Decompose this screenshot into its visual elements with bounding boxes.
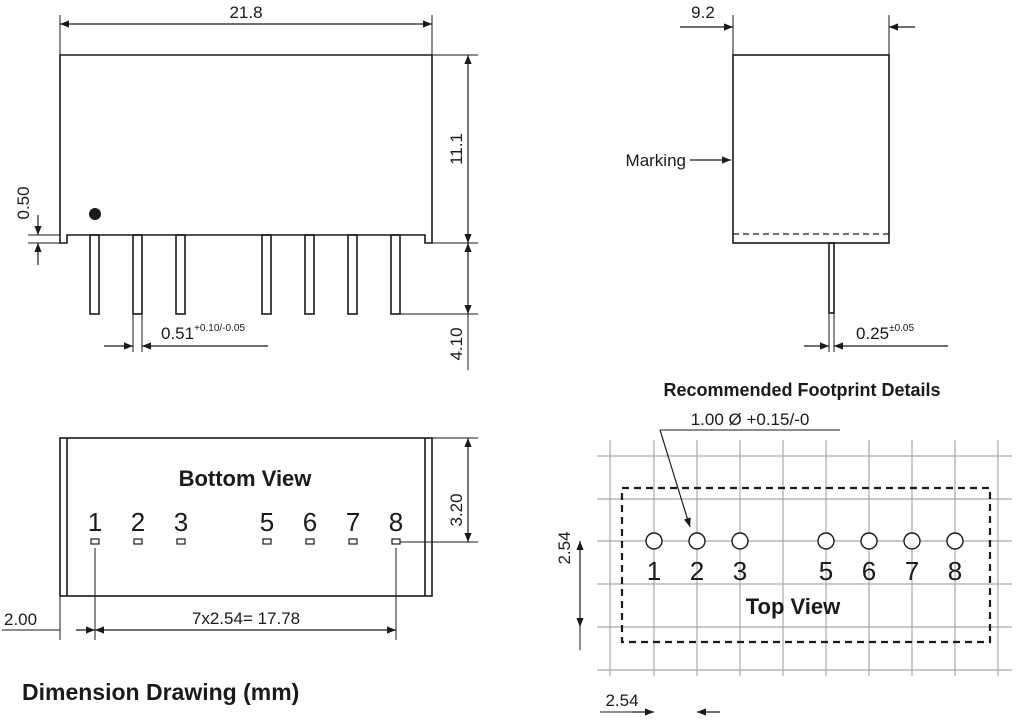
bottom-pin-pads bbox=[90, 538, 401, 545]
hole-spec-label: 1.00 Ø +0.15/-0 bbox=[691, 410, 810, 429]
grid-v-label: 2.54 bbox=[555, 531, 574, 564]
bottom-pin-3: 3 bbox=[174, 507, 188, 537]
footprint-holes bbox=[645, 532, 964, 550]
bottom-pin-7: 7 bbox=[346, 507, 360, 537]
front-height-label: 11.1 bbox=[447, 133, 466, 165]
bottom-pin-6: 6 bbox=[303, 507, 317, 537]
grid-h-label: 2.54 bbox=[605, 691, 638, 710]
bottom-body-outline bbox=[59, 437, 433, 597]
footprint-pin-5: 5 bbox=[819, 556, 833, 586]
footprint-heading: Recommended Footprint Details bbox=[663, 380, 940, 400]
side-pin-width-label: 0.25±0.05 bbox=[856, 323, 914, 343]
pin-width-value: 0.51 bbox=[161, 324, 194, 343]
footprint-pin-1: 1 bbox=[647, 556, 661, 586]
marking-label: Marking bbox=[626, 151, 686, 170]
side-pin bbox=[828, 242, 835, 314]
front-view-labels: 21.8 11.1 0.50 4.10 0.51+0.10/-0.05 bbox=[14, 3, 466, 361]
side-pin-width-value: 0.25 bbox=[856, 324, 889, 343]
footprint-pin-7: 7 bbox=[905, 556, 919, 586]
pin-length-label: 4.10 bbox=[447, 327, 466, 360]
footprint-labels: Recommended Footprint Details 1.00 Ø +0.… bbox=[555, 380, 962, 710]
pitch-total-label: 7x2.54= 17.78 bbox=[192, 609, 300, 628]
footprint-grid bbox=[597, 440, 1012, 676]
side-view-labels: 9.2 Marking 0.25±0.05 bbox=[626, 3, 915, 343]
footprint-pin-2: 2 bbox=[690, 556, 704, 586]
footprint-pin-6: 6 bbox=[862, 556, 876, 586]
side-width-label: 9.2 bbox=[691, 3, 715, 22]
bottom-pin-2: 2 bbox=[131, 507, 145, 537]
standoff-label: 0.50 bbox=[14, 186, 33, 219]
bottom-pin-8: 8 bbox=[389, 507, 403, 537]
side-pin-width-tolerance: ±0.05 bbox=[889, 323, 914, 334]
front-body-outline bbox=[59, 54, 433, 244]
edge-offset-label: 2.00 bbox=[4, 610, 37, 629]
bottom-view-labels: Bottom View 1 2 3 5 6 7 8 3.20 2.00 7x2.… bbox=[4, 466, 466, 629]
bottom-pin-5: 5 bbox=[260, 507, 274, 537]
side-view bbox=[680, 15, 948, 352]
pin-width-label: 0.51+0.10/-0.05 bbox=[161, 323, 245, 343]
drawing-title: Dimension Drawing (mm) bbox=[22, 679, 299, 705]
footprint-pin-3: 3 bbox=[733, 556, 747, 586]
top-view-title: Top View bbox=[746, 594, 841, 619]
front-pins bbox=[89, 234, 401, 315]
row-offset-label: 3.20 bbox=[447, 493, 466, 526]
pin1-dot bbox=[89, 208, 101, 220]
front-width-label: 21.8 bbox=[229, 3, 262, 22]
hole-leader-arrow bbox=[659, 429, 691, 528]
front-view bbox=[28, 15, 478, 370]
footprint-view bbox=[576, 429, 1012, 716]
side-body-outline bbox=[732, 54, 890, 244]
footprint-pin-8: 8 bbox=[948, 556, 962, 586]
pin-width-tolerance: +0.10/-0.05 bbox=[194, 323, 245, 334]
bottom-pin-1: 1 bbox=[88, 507, 102, 537]
bottom-view-title: Bottom View bbox=[179, 466, 313, 491]
footprint-outline bbox=[620, 486, 992, 644]
bottom-view bbox=[2, 437, 478, 640]
